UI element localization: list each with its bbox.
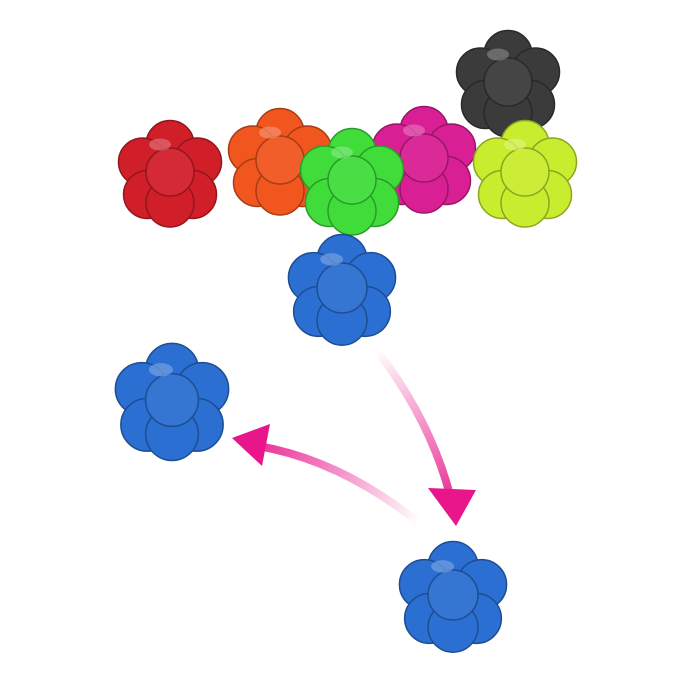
ball-red (117, 119, 223, 228)
ball-black (455, 29, 561, 138)
arrows-layer (232, 348, 476, 526)
arrow-down-head (428, 488, 476, 526)
arrow-left-shaft (254, 442, 422, 526)
ball-blue-top (287, 233, 397, 346)
ball-orange (227, 107, 333, 216)
ball-blue-bottom (398, 540, 508, 653)
ball-green (299, 127, 405, 236)
ball-yellow (472, 119, 578, 228)
balls-layer (114, 29, 578, 653)
ball-blue-left (114, 342, 230, 462)
arrow-down-shaft (374, 348, 454, 499)
arrow-left-head (232, 424, 270, 466)
